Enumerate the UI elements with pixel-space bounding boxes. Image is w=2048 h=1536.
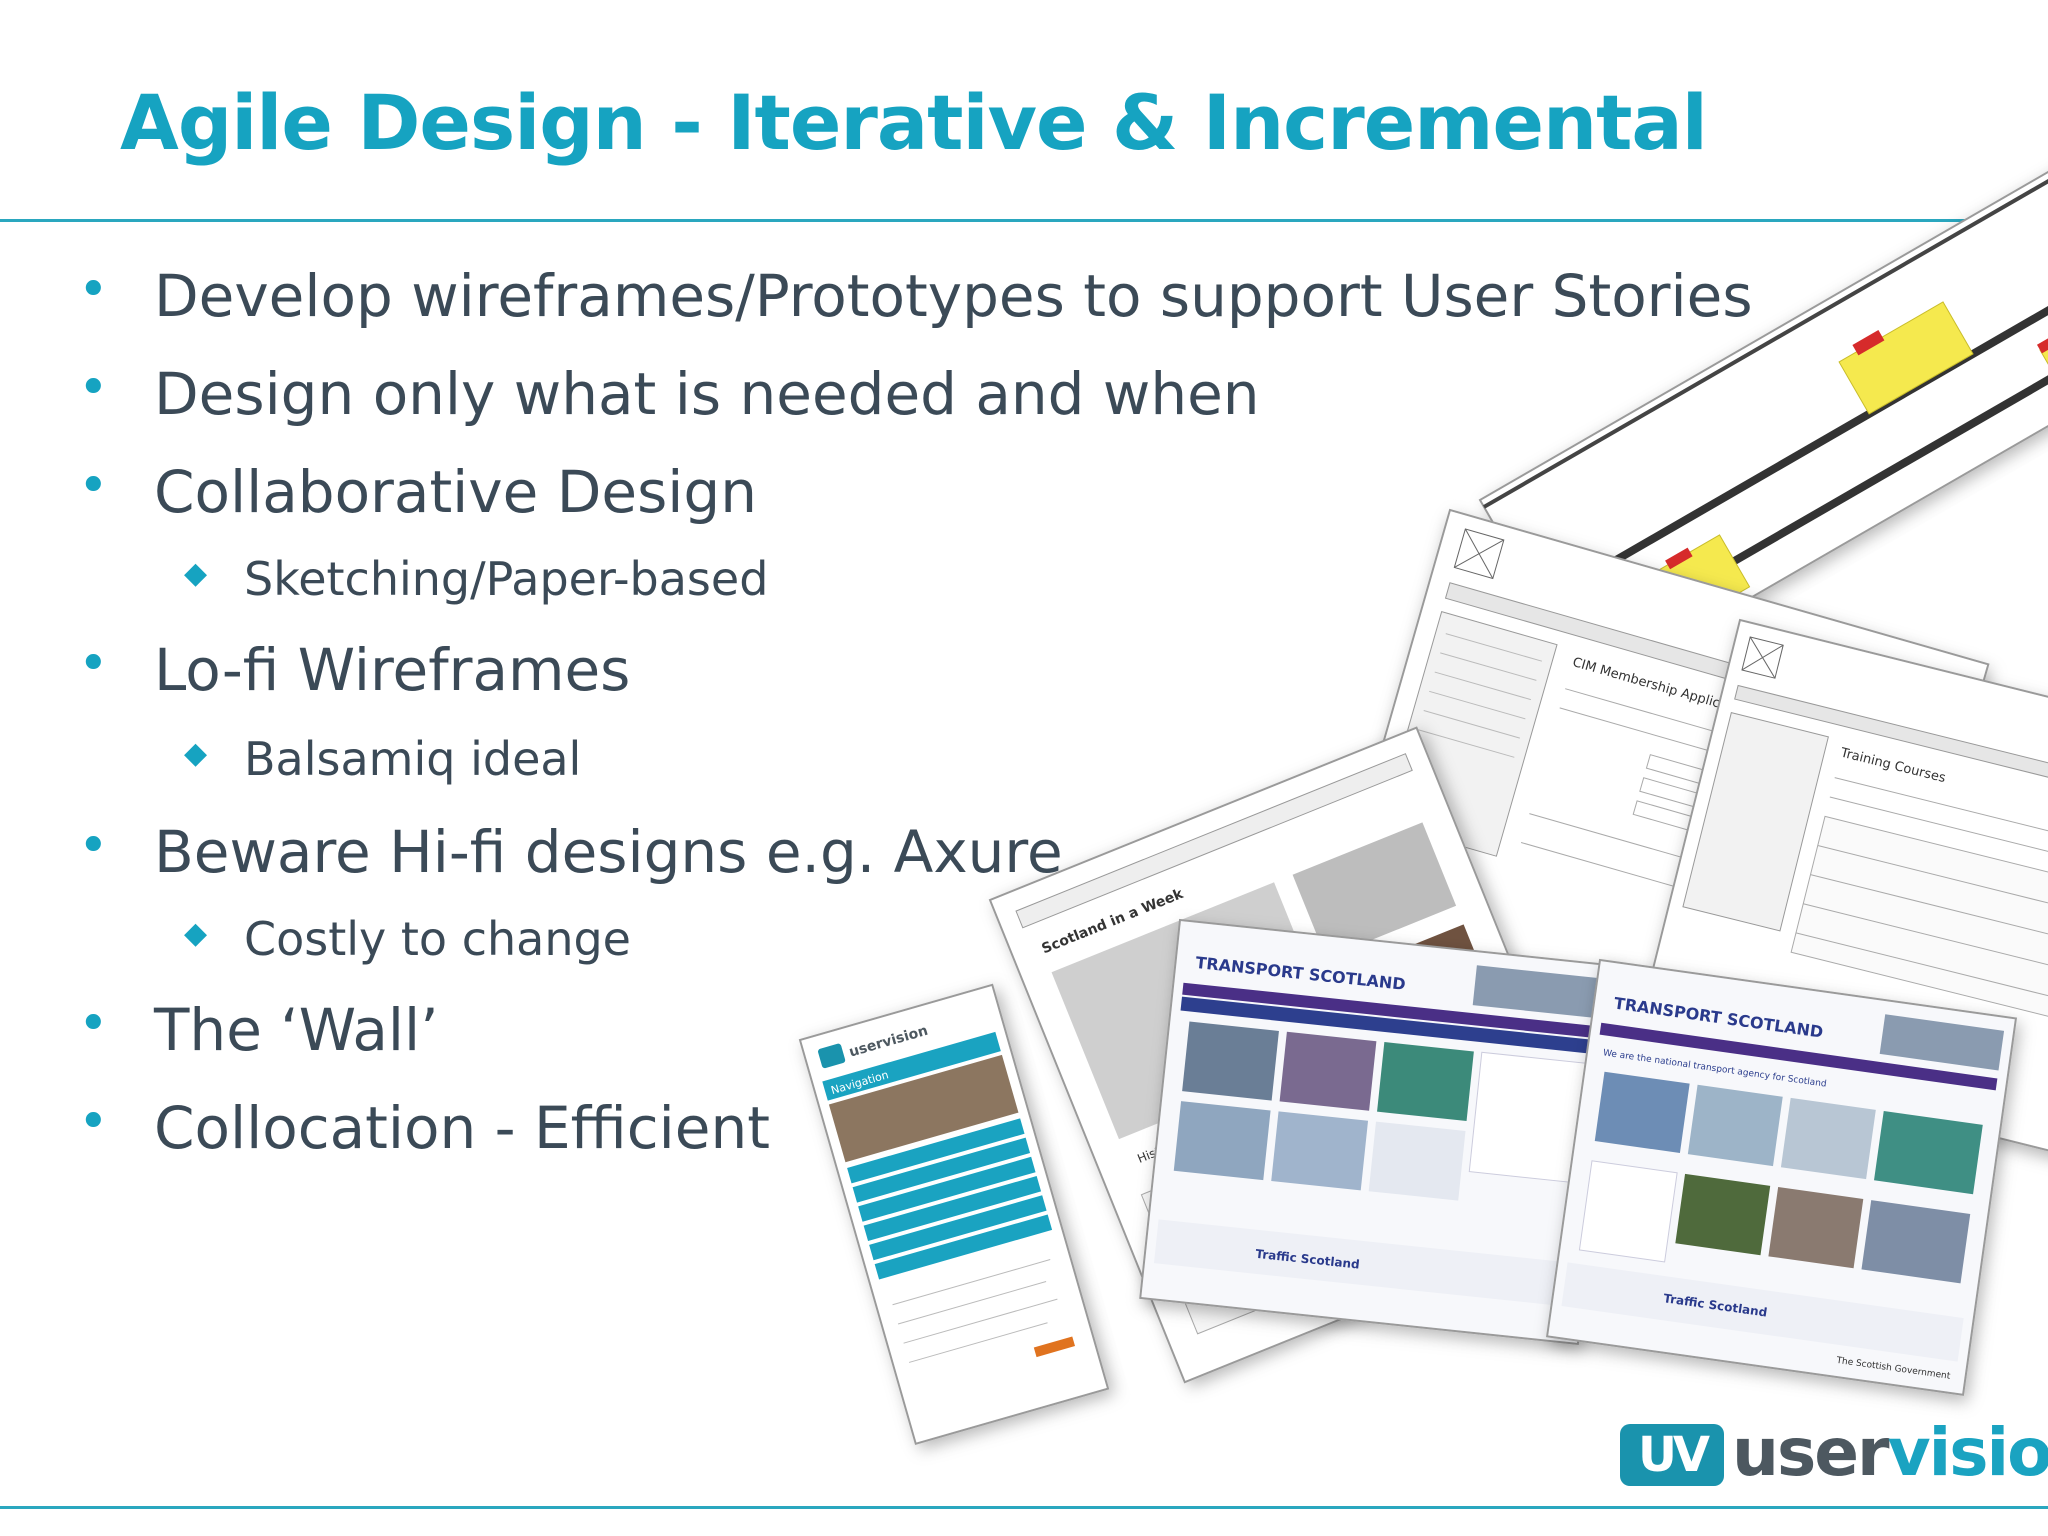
- logo-word-user: user: [1732, 1414, 1890, 1491]
- logo-wordmark: uservision: [1732, 1414, 2048, 1491]
- uv-logo-mark: UV: [1620, 1424, 1724, 1486]
- slide-title: Agile Design - Iterative & Incremental: [120, 78, 1708, 167]
- title-divider: [0, 219, 2048, 222]
- footer-divider: [0, 1506, 2048, 1509]
- transport-design-sheet-1: TRANSPORT SCOTLAND Traffic Scotland: [1139, 918, 1619, 1346]
- transport-design-sheet-2: TRANSPORT SCOTLAND We are the national t…: [1545, 958, 2018, 1396]
- mobile-prototype-sheet: uservision Navigation: [798, 983, 1110, 1445]
- logo-word-vision: vision: [1887, 1414, 2048, 1491]
